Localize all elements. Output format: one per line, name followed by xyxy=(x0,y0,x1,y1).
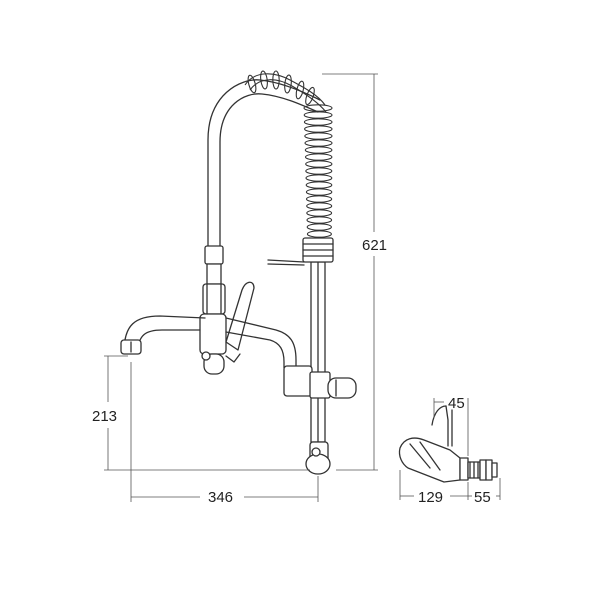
spring-coil xyxy=(303,118,333,126)
side-body xyxy=(398,437,498,483)
spring-coil xyxy=(306,230,332,238)
dimension-labels: 621 213 346 45 129 55 xyxy=(92,237,491,506)
spring-coil xyxy=(272,70,280,90)
spring-coil xyxy=(305,188,333,196)
spring-coil xyxy=(305,167,333,175)
dim-label-side-depth: 129 xyxy=(418,489,443,506)
spray-hook xyxy=(267,259,305,266)
spring-coil xyxy=(305,181,333,189)
tap-side-view xyxy=(398,405,498,483)
spring-coils xyxy=(247,70,333,238)
dim-label-total-height: 621 xyxy=(362,237,387,254)
spring-coil xyxy=(284,74,292,94)
spring-coil xyxy=(304,139,333,147)
dimension-lines xyxy=(104,73,501,502)
wall-bracket xyxy=(305,441,331,475)
spray-trigger-lever xyxy=(225,281,255,363)
riser-tube xyxy=(310,261,326,443)
spring-coil xyxy=(305,174,333,182)
spring-coil xyxy=(304,153,333,161)
spray-head xyxy=(199,245,227,375)
spring-coil xyxy=(303,104,333,112)
spring-coil xyxy=(305,195,333,203)
mixer-body xyxy=(283,365,357,399)
spring-coil xyxy=(305,160,333,168)
pre-rinse-tap-front-view xyxy=(120,70,357,475)
dim-label-spout-reach: 346 xyxy=(208,489,233,506)
spring-coil xyxy=(306,209,333,217)
spring-coil xyxy=(304,146,333,154)
spring-coil xyxy=(247,74,257,94)
dim-label-side-top: 45 xyxy=(448,395,465,412)
coil-spring xyxy=(244,70,334,263)
spring-coil xyxy=(306,202,333,210)
swivel-spout xyxy=(120,315,297,369)
gooseneck-hose xyxy=(207,79,321,249)
spring-coil xyxy=(303,111,333,119)
spring-coil xyxy=(306,216,333,224)
spring-coil xyxy=(306,223,332,231)
dim-label-side-wall: 55 xyxy=(474,489,491,506)
side-handle xyxy=(431,405,453,447)
spring-coil xyxy=(304,132,333,140)
dim-label-spout-height: 213 xyxy=(92,408,117,425)
spring-coil xyxy=(304,125,333,133)
